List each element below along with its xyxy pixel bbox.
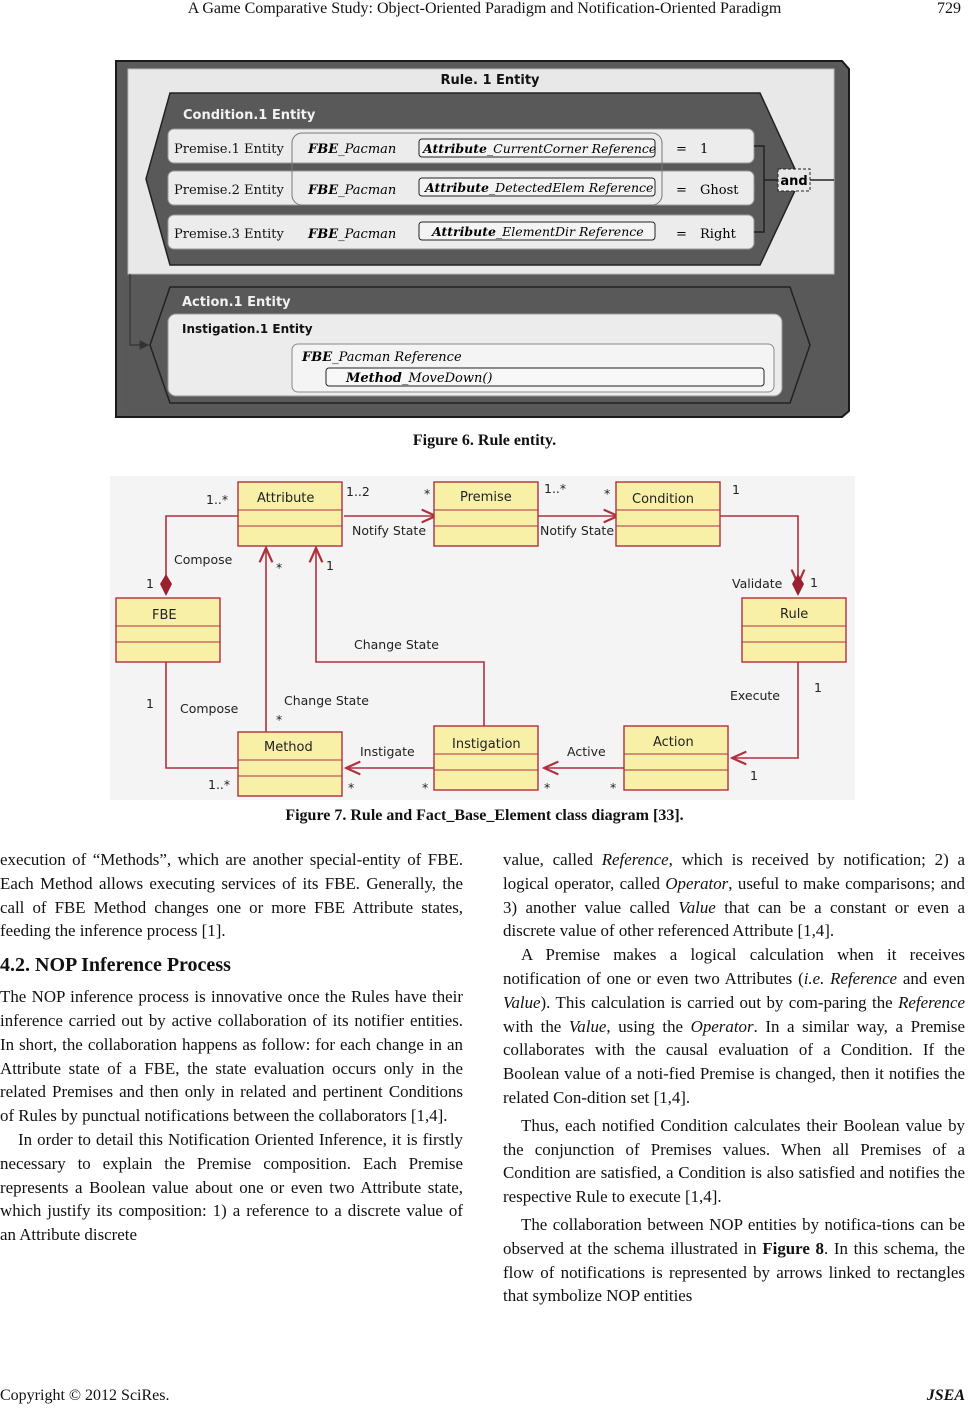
mult-premise-cond: 1..*	[544, 481, 566, 496]
premise-2-operator: =	[676, 183, 687, 198]
label-active: Active	[567, 744, 606, 759]
premise-2-value: Ghost	[700, 183, 739, 198]
class-fbe-label: FBE	[152, 608, 177, 623]
premise-2-label: Premise.2 Entity	[174, 183, 285, 198]
premise-1-operator: =	[676, 142, 687, 157]
premise-1-fbe: FBE_Pacman	[307, 142, 396, 157]
class-premise: Premise	[433, 481, 539, 547]
premise-3-operator: =	[676, 227, 687, 242]
section-heading: 4.2. NOP Inference Process	[0, 954, 231, 977]
figure-7-caption: Figure 7. Rule and Fact_Base_Element cla…	[285, 807, 684, 824]
premise-1-attribute: Attribute_CurrentCorner Reference	[422, 141, 656, 156]
class-attribute-label: Attribute	[257, 491, 314, 506]
journal-name: JSEA	[926, 1387, 965, 1404]
premise-row-3: Premise.3 Entity FBE_Pacman Attribute_El…	[167, 214, 755, 250]
mult-instig-action-star: *	[544, 780, 550, 795]
class-condition: Condition	[615, 481, 721, 547]
premise-row-2: Premise.2 Entity FBE_Pacman Attribute_De…	[167, 170, 755, 206]
right-paragraph-4: The collaboration between NOP entities b…	[503, 1214, 965, 1306]
label-notify-state-2: Notify State	[540, 523, 614, 538]
mult-instig-method-star: *	[422, 780, 428, 795]
label-change-state-2: Change State	[284, 693, 369, 708]
condition-title: Condition.1 Entity	[183, 108, 316, 123]
mult-attr-premise: 1..2	[346, 484, 370, 499]
label-execute: Execute	[730, 688, 780, 703]
right-column: value, called Reference, which is receiv…	[503, 848, 965, 1308]
label-compose-1: Compose	[174, 552, 233, 567]
figure-6-caption: Figure 6. Rule entity.	[412, 432, 557, 449]
premise-2-attribute: Attribute_DetectedElem Reference	[424, 180, 653, 195]
label-validate: Validate	[732, 576, 783, 591]
mult-method-star: *	[276, 712, 282, 727]
instigation-title: Instigation.1 Entity	[182, 322, 313, 336]
left-paragraph-3: In order to detail this Notification Ori…	[0, 1129, 463, 1245]
and-operator: and	[780, 174, 807, 189]
mult-action-rule: 1	[750, 768, 758, 783]
mult-premise-attr-star: *	[424, 486, 430, 501]
label-instigate: Instigate	[360, 744, 415, 759]
class-method-label: Method	[264, 740, 313, 755]
running-title: A Game Comparative Study: Object-Oriente…	[187, 0, 782, 17]
class-action-label: Action	[653, 735, 694, 750]
premise-3-attribute: Attribute_ElementDir Reference	[431, 224, 644, 239]
class-fbe: FBE	[115, 597, 221, 663]
class-rule: Rule	[741, 597, 847, 663]
mult-cond-rule: 1	[732, 482, 740, 497]
class-instigation: Instigation	[433, 725, 539, 791]
premise-3-label: Premise.3 Entity	[174, 227, 285, 242]
class-method: Method	[237, 731, 343, 797]
figure-7-class-diagram: Attribute Premise Condition FBE Rule Met…	[110, 476, 855, 800]
class-attribute: Attribute	[237, 481, 343, 547]
left-column: execution of “Methods”, which are anothe…	[0, 848, 463, 1247]
left-paragraph-2: The NOP inference process is innovative …	[0, 987, 463, 1126]
premise-1-label: Premise.1 Entity	[174, 142, 285, 157]
action-title: Action.1 Entity	[182, 295, 291, 310]
label-notify-state-1: Notify State	[352, 523, 426, 538]
mult-fbe-method: 1	[146, 696, 154, 711]
label-compose-2: Compose	[180, 701, 239, 716]
copyright: Copyright © 2012 SciRes.	[0, 1387, 170, 1404]
class-premise-label: Premise	[460, 490, 512, 505]
rule-title: Rule. 1 Entity	[440, 73, 540, 88]
mult-rule-action: 1	[814, 680, 822, 695]
premise-1-value: 1	[700, 142, 708, 157]
mult-attr-fbe: 1..*	[206, 492, 228, 507]
figure-6-rule-entity: Rule. 1 Entity Condition.1 Entity Premis…	[115, 60, 850, 418]
fbe-reference: FBE_Pacman Reference	[301, 350, 462, 365]
premise-3-fbe: FBE_Pacman	[307, 227, 396, 242]
mult-action-instig-star: *	[610, 780, 616, 795]
premise-3-value: Right	[700, 227, 737, 242]
right-paragraph-2: A Premise makes a logical calculation wh…	[503, 945, 966, 1107]
premise-row-1: Premise.1 Entity FBE_Pacman Attribute_Cu…	[167, 128, 755, 164]
page-number: 729	[937, 0, 961, 17]
mult-rule-cond: 1	[810, 575, 818, 590]
mult-attr-method-star: *	[276, 560, 282, 575]
running-header: A Game Comparative Study: Object-Oriente…	[0, 0, 969, 26]
class-condition-label: Condition	[632, 492, 694, 507]
left-paragraph-1: execution of “Methods”, which are anothe…	[0, 850, 463, 941]
mult-attr-instig: 1	[326, 558, 334, 573]
label-change-state-1: Change State	[354, 637, 439, 652]
class-instigation-label: Instigation	[452, 737, 521, 752]
class-rule-label: Rule	[780, 607, 808, 622]
right-paragraph-3: Thus, each notified Condition calculates…	[503, 1115, 965, 1207]
class-action: Action	[623, 725, 729, 791]
mult-fbe-attr: 1	[146, 576, 154, 591]
premise-2-fbe: FBE_Pacman	[307, 183, 396, 198]
right-paragraph-1: value, called Reference, which is receiv…	[503, 850, 965, 941]
mult-method-fbe: 1..*	[208, 777, 230, 792]
mult-method-instig-star: *	[348, 780, 354, 795]
method-reference: Method_MoveDown()	[345, 371, 492, 386]
mult-cond-premise-star: *	[604, 486, 610, 501]
